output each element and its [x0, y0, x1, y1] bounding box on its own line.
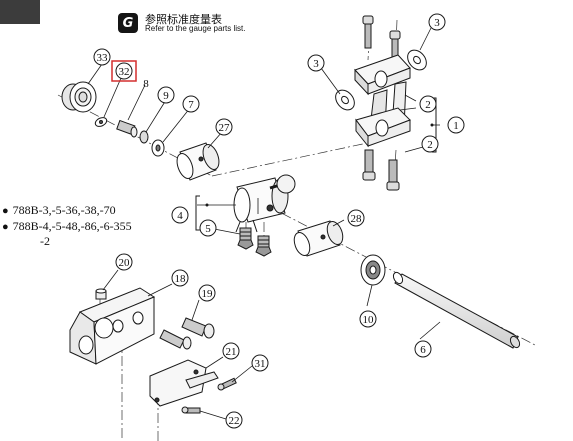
gauge-title-english: Refer to the gauge parts list.: [145, 24, 246, 33]
callout-18: 18: [171, 269, 189, 287]
callout-22: 22: [225, 411, 243, 429]
callout-3-left: 3: [307, 54, 325, 72]
callout-3-right: 3: [428, 13, 446, 31]
callout-label: 8: [143, 78, 149, 90]
callout-33: 33: [93, 48, 111, 66]
part-8-screw-icon: [116, 119, 138, 138]
callout-label: 27: [219, 122, 231, 134]
model-row: ●788B-3,-5-36,-38,-70: [2, 203, 116, 218]
part-1-link-assembly-icon: [354, 15, 411, 191]
part-5-set-screws-icon: [237, 227, 272, 257]
callout-10: 10: [359, 310, 377, 328]
callout-19: 19: [198, 284, 216, 302]
part-18-bracket-icon: [69, 287, 156, 365]
callout-label: 28: [351, 213, 363, 225]
corner-tab: [0, 0, 40, 24]
model-text: -2: [40, 234, 50, 248]
callout-label: 19: [202, 288, 214, 300]
centerlines: [57, 19, 536, 441]
callout-7: 7: [182, 95, 200, 113]
callout-label: 2: [425, 99, 431, 111]
bullet-icon: ●: [2, 221, 9, 233]
model-row: -2: [40, 234, 50, 249]
callout-label: 32: [119, 66, 130, 78]
part-9-nut-icon: [139, 130, 149, 144]
part-7-washer-icon: [151, 139, 165, 157]
callout-label: 18: [175, 273, 187, 285]
callout-label: 6: [420, 344, 426, 356]
callout-31: 31: [251, 354, 269, 372]
callout-label: 4: [177, 210, 183, 222]
callout-label: 33: [97, 52, 109, 64]
gauge-title-chinese: 参照标准度量表: [145, 13, 222, 26]
part-6-rod-icon: [392, 271, 521, 349]
model-text: 788B-4,-5-48,-86,-6-355: [12, 219, 132, 233]
callout-27: 27: [215, 118, 233, 136]
callout-label: 21: [226, 346, 237, 358]
model-text: 788B-3,-5-36,-38,-70: [12, 203, 116, 217]
callout-28: 28: [347, 209, 365, 227]
model-row: ●788B-4,-5-48,-86,-6-355: [2, 219, 132, 234]
callout-1: 1: [447, 116, 465, 134]
callout-4: 4: [171, 206, 189, 224]
part-4-joint-icon: [233, 174, 296, 233]
part-21-plate-icon: [149, 359, 219, 407]
callout-6: 6: [414, 340, 432, 358]
bullet-icon: ●: [2, 205, 9, 217]
part-32-washer-icon: [94, 117, 108, 127]
part-28-collar-icon: [293, 220, 344, 257]
callout-label: 9: [163, 90, 169, 102]
callout-label: 1: [453, 120, 459, 132]
callout-label: 3: [434, 17, 440, 29]
callout-label: 20: [119, 257, 131, 269]
callout-2-upper: 2: [419, 95, 437, 113]
callout-32: 32: [111, 60, 137, 82]
gauge-badge-icon: G: [118, 13, 138, 33]
part-33-cap-icon: [61, 81, 97, 113]
callouts: 33 32 8 9 7 27 3 3 2 1 2 4 5 28 10 6 20 …: [93, 13, 465, 429]
callout-2-lower: 2: [421, 135, 439, 153]
leader-lines: [87, 27, 441, 420]
callout-label: 31: [255, 358, 266, 370]
callout-9: 9: [157, 86, 175, 104]
part-27-collar-icon: [176, 142, 220, 181]
part-22-screw-icon: [181, 406, 201, 414]
part-10-bearing-icon: [360, 254, 386, 286]
callout-5: 5: [199, 219, 217, 237]
callout-label: 7: [188, 99, 194, 111]
part-20-pin-icon: [95, 288, 107, 300]
part-3-washers-icon: [335, 49, 427, 111]
highlight-box: [111, 60, 137, 82]
part-31-screw-icon: [217, 377, 237, 391]
callout-label: 2: [427, 139, 433, 151]
callout-label: 3: [313, 58, 319, 70]
callout-20: 20: [115, 253, 133, 271]
callout-label: 5: [205, 223, 211, 235]
callout-21: 21: [222, 342, 240, 360]
bracket-dots: [205, 123, 434, 207]
callout-8: 8: [143, 78, 149, 90]
callout-label: 22: [229, 415, 240, 427]
callout-label: 10: [363, 314, 375, 326]
part-19-cap-screws-icon: [159, 317, 215, 350]
